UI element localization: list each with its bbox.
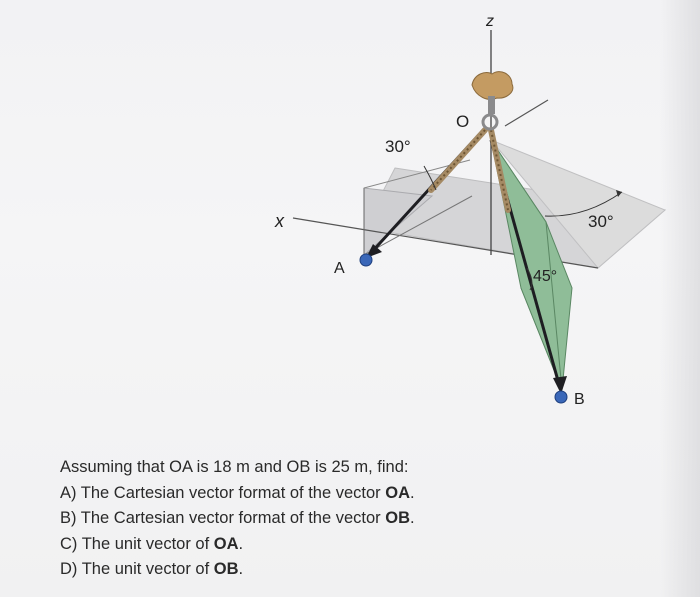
question-d-vector: OB: [213, 560, 239, 578]
question-d-suffix: .: [238, 560, 244, 578]
angle-b-plane-arc: [544, 191, 623, 217]
y-axis-line: [363, 195, 473, 256]
angle-b-vertical-label: 45°: [533, 268, 557, 285]
z-axis-label: z: [485, 13, 494, 30]
ob-green-face: [490, 139, 573, 391]
angle-oa-label: 30°: [385, 137, 411, 156]
question-item-d: D) The unit vector of OB.: [60, 557, 580, 583]
problem-statement: Assuming that OA is 18 m and OB is 25 m,…: [60, 455, 580, 583]
question-b-suffix: .: [410, 509, 415, 527]
question-c-text: C) The unit vector of: [60, 534, 214, 553]
question-item-b: B) The Cartesian vector format of the ve…: [60, 506, 580, 532]
point-o-label: O: [456, 112, 469, 131]
x-axis-label: x: [274, 211, 285, 231]
question-item-a: A) The Cartesian vector format of the ve…: [60, 481, 580, 507]
ob-horizontal-triangle: [490, 139, 666, 269]
question-c-suffix: .: [238, 534, 244, 553]
ob-vertical-edge: [545, 221, 563, 391]
angle-oa-arc: [423, 165, 437, 191]
page-edge-shadow: [660, 0, 700, 597]
angle-b-plane-arrowhead: [616, 190, 622, 197]
support-ring: [481, 113, 499, 131]
angle-b-vertical-arc: [526, 267, 533, 291]
question-a-vector: OA: [385, 483, 410, 502]
rope-ob-texture: [490, 129, 509, 211]
ob-arrowhead: [553, 376, 567, 394]
question-a-suffix: .: [410, 483, 415, 502]
question-b-vector: OB: [385, 509, 410, 527]
question-c-vector: OA: [213, 534, 239, 553]
question-b-text: B) The Cartesian vector format of the ve…: [60, 509, 386, 527]
ceiling-support: [471, 71, 514, 100]
point-a-marker: [359, 253, 373, 267]
point-b-label: B: [574, 391, 585, 408]
point-b-marker: [554, 390, 568, 404]
angle-b-plane-label: 30°: [588, 212, 614, 231]
question-d-text: D) The unit vector of: [60, 560, 214, 578]
support-hook: [488, 96, 495, 114]
question-a-text: A) The Cartesian vector format of the ve…: [60, 483, 386, 502]
question-item-c: C) The unit vector of OA.: [60, 532, 580, 558]
rope-oa-texture: [430, 129, 486, 191]
problem-intro: Assuming that OA is 18 m and OB is 25 m,…: [60, 458, 409, 476]
diagonal-line: [504, 99, 549, 127]
oa-arrowhead: [366, 244, 382, 258]
point-a-label: A: [334, 260, 345, 277]
